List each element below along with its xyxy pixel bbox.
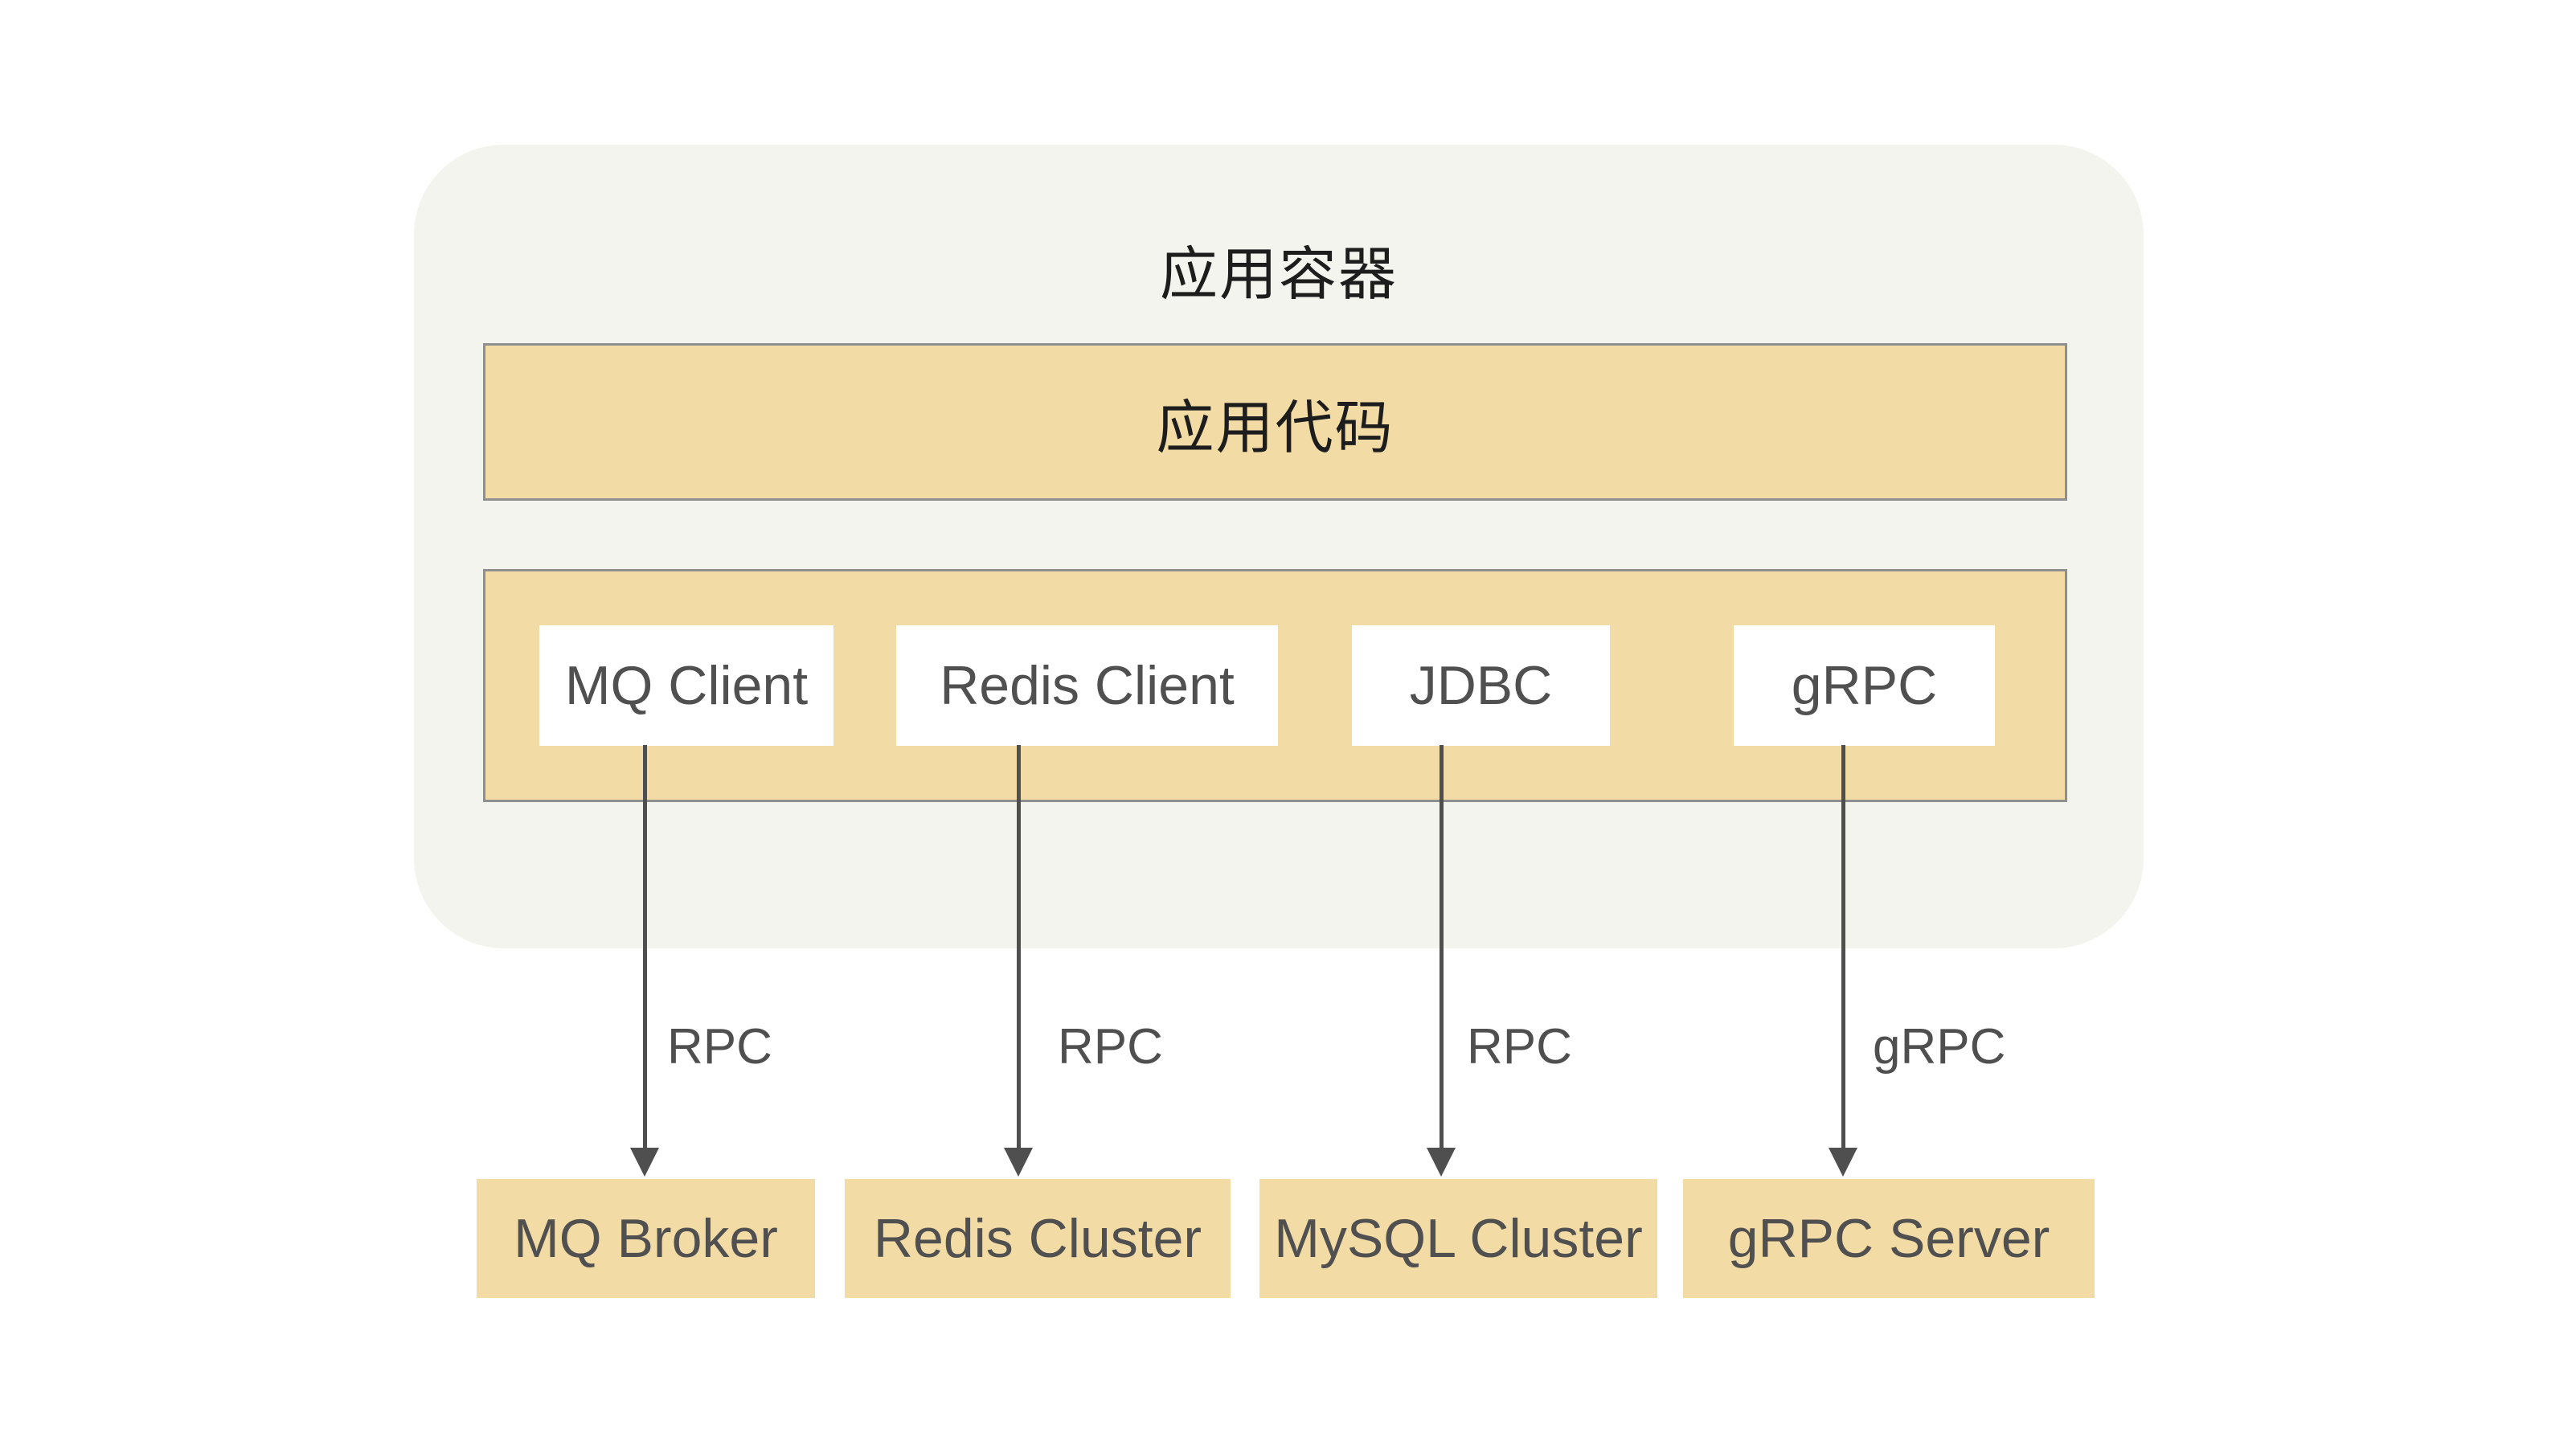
edge-label-rpc-3: RPC bbox=[1467, 1018, 1572, 1075]
connector-jdbc-line bbox=[1440, 745, 1444, 1151]
app-code-box: 应用代码 bbox=[483, 343, 2067, 501]
edge-label-rpc-2: RPC bbox=[1058, 1018, 1163, 1075]
node-grpc: gRPC bbox=[1734, 625, 1995, 746]
node-jdbc: JDBC bbox=[1352, 625, 1610, 746]
arrow-down-icon bbox=[1829, 1148, 1857, 1177]
node-mq-broker: MQ Broker bbox=[477, 1179, 815, 1298]
node-mq-client: MQ Client bbox=[539, 625, 833, 746]
connector-grpc-line bbox=[1841, 745, 1845, 1151]
arrow-down-icon bbox=[630, 1148, 659, 1177]
node-redis-cluster: Redis Cluster bbox=[845, 1179, 1231, 1298]
connector-mq-line bbox=[643, 745, 647, 1151]
node-redis-client: Redis Client bbox=[896, 625, 1278, 746]
arrow-down-icon bbox=[1004, 1148, 1033, 1177]
node-mysql-cluster: MySQL Cluster bbox=[1259, 1179, 1657, 1298]
application-container-title: 应用容器 bbox=[1159, 242, 1398, 307]
connector-redis-line bbox=[1017, 745, 1021, 1151]
application-container bbox=[414, 145, 2144, 948]
node-grpc-server: gRPC Server bbox=[1683, 1179, 2095, 1298]
edge-label-grpc: gRPC bbox=[1873, 1018, 2006, 1075]
edge-label-rpc-1: RPC bbox=[667, 1018, 772, 1075]
arrow-down-icon bbox=[1427, 1148, 1456, 1177]
